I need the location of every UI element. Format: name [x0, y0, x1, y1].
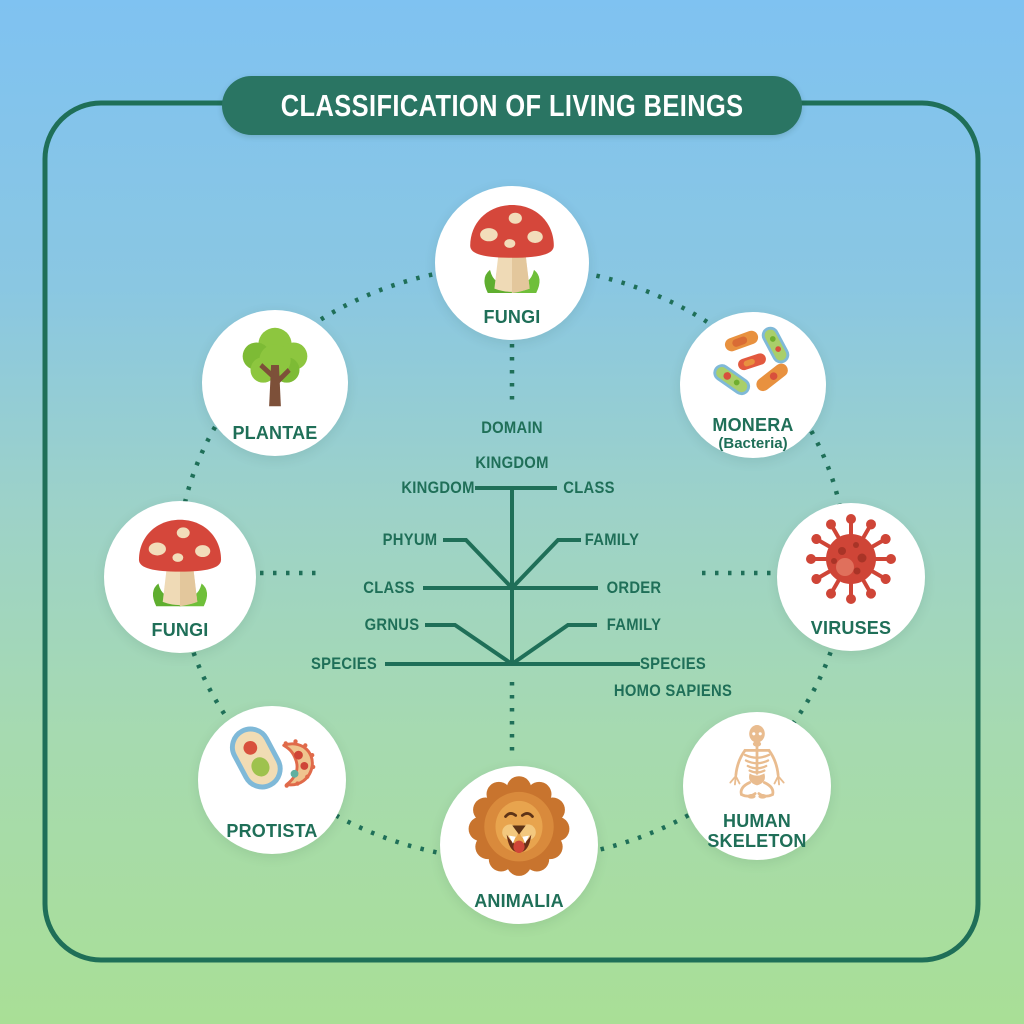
dashed-connectors — [260, 344, 772, 758]
node-fungi-top: FUNGI — [435, 186, 589, 340]
tree-label-homo-sapiens: HOMO SAPIENS — [613, 681, 733, 700]
page-title: CLASSIFICATION OF LIVING BEINGS — [280, 87, 744, 123]
lion-icon — [468, 776, 570, 876]
node-protista: PROTISTA — [198, 706, 346, 854]
skeleton-icon — [729, 725, 785, 799]
node-label: ANIMALIA — [474, 891, 564, 912]
node-label: PLANTAE — [232, 423, 318, 444]
node-monera: MONERA (Bacteria) — [680, 312, 826, 458]
node-human-skeleton: HUMAN SKELETON — [683, 712, 831, 860]
tree-label-family-upper: FAMILY — [584, 530, 640, 549]
tree-label-order: ORDER — [606, 578, 662, 597]
protozoa-icon — [229, 726, 316, 790]
tree-label-species-right: SPECIES — [640, 654, 706, 673]
mushroom-icon — [470, 205, 554, 293]
tree-label-phylum: PHYUM — [382, 530, 438, 549]
title-pill: CLASSIFICATION OF LIVING BEINGS — [222, 76, 802, 135]
node-fungi-left: FUNGI — [104, 501, 256, 653]
virus-icon — [806, 514, 896, 604]
node-label: HUMAN SKELETON — [707, 811, 807, 852]
node-viruses: VIRUSES — [777, 503, 925, 651]
node-animalia: ANIMALIA — [440, 766, 598, 924]
tree-label-class-left: CLASS — [363, 578, 415, 597]
tree-label-kingdom-center: KINGDOM — [475, 453, 549, 472]
tree-label-family-lower: FAMILY — [606, 615, 662, 634]
node-plantae: PLANTAE — [202, 310, 348, 456]
bacteria-icon — [713, 326, 790, 396]
node-label: MONERA — [712, 415, 794, 436]
tree-icon — [242, 327, 308, 407]
node-label: FUNGI — [483, 307, 541, 328]
node-label: PROTISTA — [226, 821, 318, 842]
mushroom-icon — [138, 519, 222, 607]
tree-label-kingdom-left: KINGDOM — [401, 478, 475, 497]
node-label: VIRUSES — [810, 618, 892, 639]
taxonomy-tree-lines — [385, 486, 640, 666]
tree-label-genus: GRNUS — [364, 615, 420, 634]
tree-label-domain: DOMAIN — [481, 418, 543, 437]
node-label: FUNGI — [151, 620, 209, 641]
tree-label-species-left: SPECIES — [311, 654, 377, 673]
tree-label-class-right: CLASS — [563, 478, 615, 497]
node-sublabel: (Bacteria) — [718, 434, 788, 452]
